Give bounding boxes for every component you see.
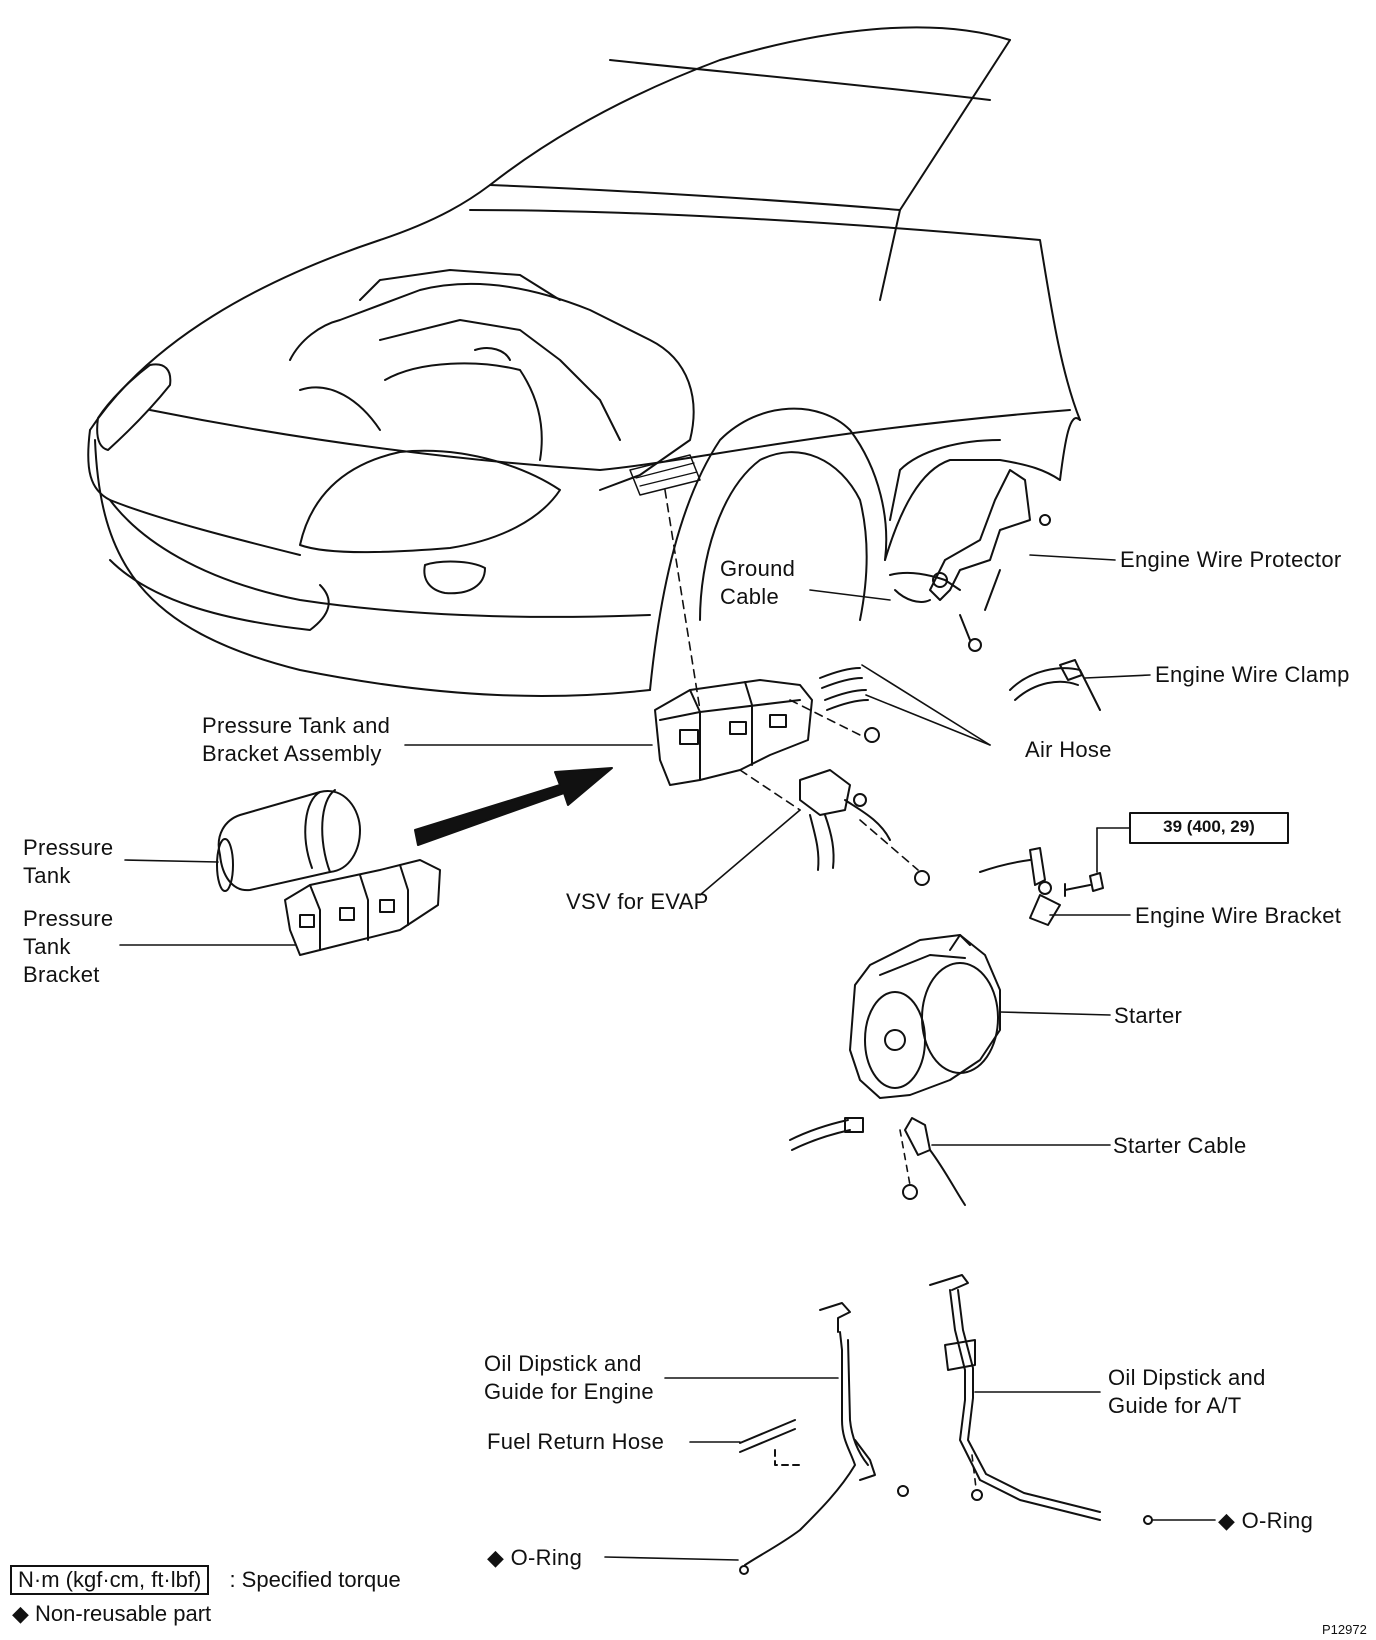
engine-wire-bracket-part	[979, 847, 1104, 926]
label-engine-wire-bracket: Engine Wire Bracket	[1135, 903, 1342, 928]
oil-dipstick-at-part	[929, 1274, 1153, 1525]
legend-torque-unit: N·m (kgf·cm, ft·lbf)	[10, 1565, 210, 1595]
legend-non-reusable: ◆ Non-reusable part	[12, 1601, 212, 1626]
pressure-tank-part	[216, 789, 361, 892]
vsv-evap-part	[799, 769, 930, 886]
label-pressure-tank-bracket: Pressure Tank Bracket	[23, 906, 114, 987]
engine-wire-protector-part	[889, 469, 1051, 652]
legend-torque-desc: : Specified torque	[229, 1567, 401, 1592]
air-hose-part	[819, 667, 880, 743]
starter-part	[849, 934, 1001, 1099]
label-o-ring-right: ◆ O-Ring	[1218, 1508, 1314, 1533]
oil-dipstick-engine-part	[739, 1302, 909, 1575]
starter-cable-part	[789, 1117, 966, 1206]
fuel-return-hose-part	[739, 1419, 801, 1466]
label-starter-cable: Starter Cable	[1113, 1133, 1247, 1158]
label-oil-dipstick-at: Oil Dipstick and Guide for A/T	[1108, 1365, 1266, 1418]
pressure-tank-bracket-assembly-part	[654, 679, 813, 786]
figure-id: P12972	[1322, 1622, 1367, 1637]
legend-torque: N·m (kgf·cm, ft·lbf) : Specified torque	[10, 1565, 401, 1595]
label-engine-wire-clamp: Engine Wire Clamp	[1155, 662, 1350, 687]
label-pressure-tank-bracket-assembly: Pressure Tank and Bracket Assembly	[202, 713, 391, 766]
assembly-arrow	[414, 767, 613, 846]
torque-box	[1129, 812, 1289, 844]
label-pressure-tank: Pressure Tank	[23, 835, 114, 888]
leader-lines	[119, 489, 1216, 1561]
pressure-tank-bracket-part	[284, 859, 441, 956]
car-body-outline	[87, 26, 1081, 697]
label-engine-wire-protector: Engine Wire Protector	[1120, 547, 1342, 572]
label-ground-cable: Ground Cable	[720, 556, 796, 609]
torque-spec: 39 (400, 29)	[1163, 817, 1255, 836]
label-vsv-for-evap: VSV for EVAP	[566, 889, 709, 914]
label-o-ring-left: ◆ O-Ring	[487, 1545, 583, 1570]
label-air-hose: Air Hose	[1025, 737, 1112, 762]
label-oil-dipstick-engine: Oil Dipstick and Guide for Engine	[484, 1351, 654, 1404]
label-starter: Starter	[1114, 1003, 1183, 1028]
label-fuel-return-hose: Fuel Return Hose	[487, 1429, 665, 1454]
engine-wire-clamp-part	[1009, 659, 1101, 711]
